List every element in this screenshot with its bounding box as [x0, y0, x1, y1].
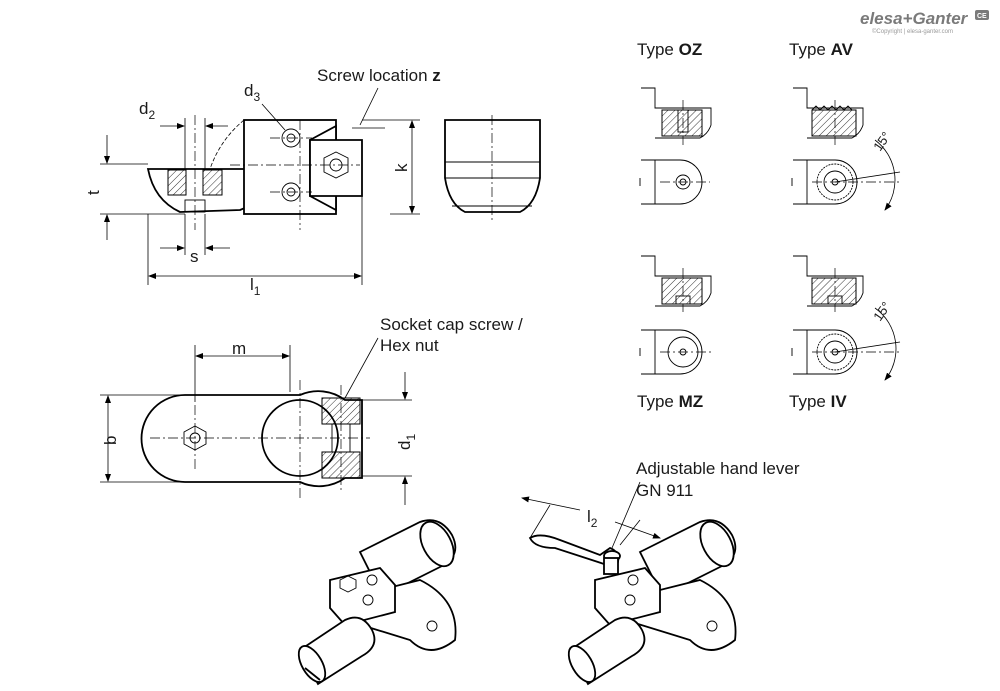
dim-l1-label: l1: [250, 275, 261, 298]
hand-lever-label-1: Adjustable hand lever: [636, 459, 800, 478]
dim-k-label: k: [392, 163, 411, 172]
type-mz-drawing: [639, 255, 712, 375]
brand-logo: elesa+Ganter ©Copyright | elesa-ganter.c…: [860, 9, 989, 35]
brand-copyright: ©Copyright | elesa-ganter.com: [872, 28, 953, 35]
brand-logo-text: elesa+Ganter: [860, 9, 969, 28]
dim-s-label: s: [190, 247, 199, 266]
isometric-view-right: [521, 481, 737, 686]
dim-m-label: m: [232, 339, 246, 358]
dim-d2-label: d2: [139, 99, 155, 122]
dim-l2-label: l2: [587, 507, 598, 530]
type-iv-drawing: [791, 255, 901, 381]
socket-cap-label-1: Socket cap screw /: [380, 315, 523, 334]
dim-t-label: t: [84, 190, 103, 195]
type-mz-label: Type MZ: [637, 392, 703, 411]
dim-d3-label: d3: [244, 81, 260, 104]
dim-b-label: b: [101, 436, 120, 445]
hand-lever-label-2: GN 911: [636, 481, 693, 500]
angle-iv-label: 15°: [870, 299, 894, 324]
top-view: [100, 337, 412, 505]
socket-cap-label-2: Hex nut: [380, 336, 439, 355]
screw-location-label: Screw location z: [317, 66, 441, 85]
isometric-view-left: [297, 519, 457, 686]
angle-av-label: 15°: [870, 129, 894, 154]
side-view: [362, 115, 541, 220]
type-oz-label: Type OZ: [637, 40, 702, 59]
front-view: [100, 87, 385, 285]
type-av-drawing: [791, 87, 901, 211]
type-oz-drawing: [639, 87, 712, 205]
dim-d1-label: d1: [395, 434, 418, 450]
type-iv-label: Type IV: [789, 392, 847, 411]
type-av-label: Type AV: [789, 40, 854, 59]
svg-text:CE: CE: [977, 13, 987, 20]
